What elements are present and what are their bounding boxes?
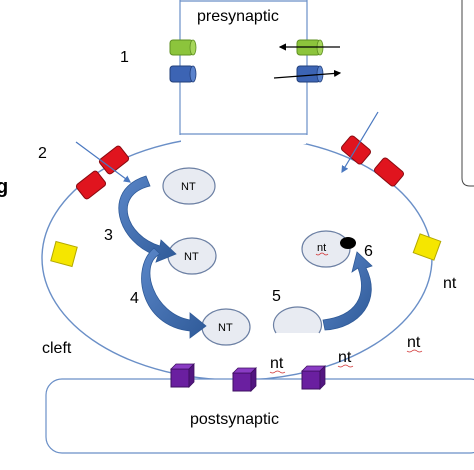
channel-red-right-upper: [340, 135, 372, 165]
vesicle-6-label: nt: [317, 242, 326, 254]
postsynaptic-label: postsynaptic: [190, 411, 279, 428]
vesicle-fused: [272, 306, 323, 334]
arrow-efflux-blue: [273, 69, 342, 79]
stem-opening: [181, 128, 306, 144]
side-fragment-letter: g: [0, 176, 8, 198]
postsynaptic-cell: [45, 378, 474, 454]
vesicle-2: NT: [167, 237, 217, 275]
step-number-3: 3: [104, 227, 113, 244]
arrow-ca-influx-left: [75, 141, 131, 183]
vesicle-3-label: NT: [218, 322, 233, 334]
curved-arrow-3: [118, 175, 177, 263]
nt-free-right: nt: [443, 275, 457, 292]
channel-green-left: [169, 39, 197, 56]
transporter-dot-icon: [340, 237, 356, 249]
vesicle-6: nt: [301, 230, 356, 268]
receptor-purple-2: [232, 367, 257, 392]
receptor-purple-3: [301, 365, 326, 390]
nt-free-cleft-right: nt: [407, 334, 421, 351]
step-number-4: 4: [130, 290, 139, 307]
curved-arrow-4: [141, 247, 207, 339]
squiggle-underline-icon: [337, 364, 354, 368]
receptor-purple-1: [170, 363, 195, 388]
nt-free-cleft-mid-b: nt: [338, 349, 352, 366]
vesicle-1: NT: [162, 167, 216, 205]
step-number-2: 2: [38, 145, 47, 162]
vesicle-3: NT: [201, 308, 251, 346]
step-number-1: 1: [120, 49, 129, 66]
step-number-5: 5: [272, 288, 281, 305]
vesicle-2-label: NT: [184, 251, 199, 263]
channel-red-left-lower: [75, 170, 107, 200]
squiggle-underline-icon: [406, 349, 423, 353]
pump-yellow-left: [50, 240, 78, 268]
presynaptic-label: presynaptic: [197, 8, 279, 25]
cleft-label: cleft: [42, 340, 72, 357]
channel-red-left-upper: [98, 145, 130, 175]
channel-blue-left: [169, 65, 197, 83]
squiggle-underline-icon: [315, 252, 329, 256]
channel-red-right-lower: [373, 157, 405, 187]
step-number-6: 6: [364, 243, 373, 260]
arrow-ca-influx-right: [341, 111, 379, 174]
vesicle-1-label: NT: [181, 181, 196, 193]
curved-arrow-6: [322, 251, 373, 331]
nt-free-cleft-mid-a: nt: [270, 355, 284, 372]
pump-yellow-right: [412, 233, 442, 261]
side-panel-border: [461, 0, 474, 187]
squiggle-underline-icon: [269, 370, 286, 374]
